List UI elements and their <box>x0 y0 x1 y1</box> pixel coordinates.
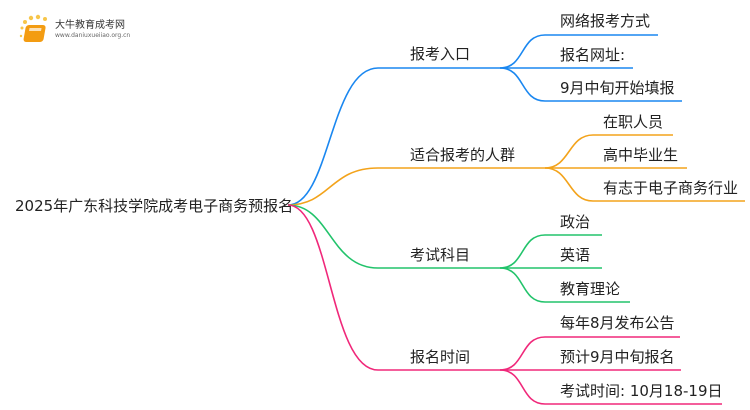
branch-lines-entry <box>287 34 682 206</box>
branch-audience: 适合报考的人群 <box>410 146 516 164</box>
leaf: 有志于电子商务行业 <box>603 179 739 197</box>
leaf: 网络报考方式 <box>560 12 651 30</box>
root-topic: 2025年广东科技学院成考电子商务预报名 <box>15 197 294 215</box>
leaf: 政治 <box>560 213 591 231</box>
branch-time: 报名时间 <box>410 348 471 366</box>
branch-lines-time <box>287 204 722 405</box>
leaf: 英语 <box>560 246 591 264</box>
branch-subjects: 考试科目 <box>410 246 471 264</box>
logo-title: 大牛教育成考网 <box>55 20 125 31</box>
branch-lines-audience <box>287 134 745 206</box>
leaf: 高中毕业生 <box>603 146 679 164</box>
leaf: 每年8月发布公告 <box>560 314 675 332</box>
leaf: 考试时间: 10月18-19日 <box>560 382 723 400</box>
branch-lines-subjects <box>287 204 630 303</box>
leaf: 预计9月中旬报名 <box>560 348 675 366</box>
leaf: 教育理论 <box>560 280 621 298</box>
leaf: 在职人员 <box>603 113 664 131</box>
book-logo-icon <box>19 14 47 42</box>
branch-entry: 报考入口 <box>410 45 471 63</box>
leaf: 9月中旬开始填报 <box>560 79 675 97</box>
logo-url: www.daniuxueiiao.org.cn <box>55 32 131 39</box>
leaf: 报名网址: <box>560 46 626 64</box>
